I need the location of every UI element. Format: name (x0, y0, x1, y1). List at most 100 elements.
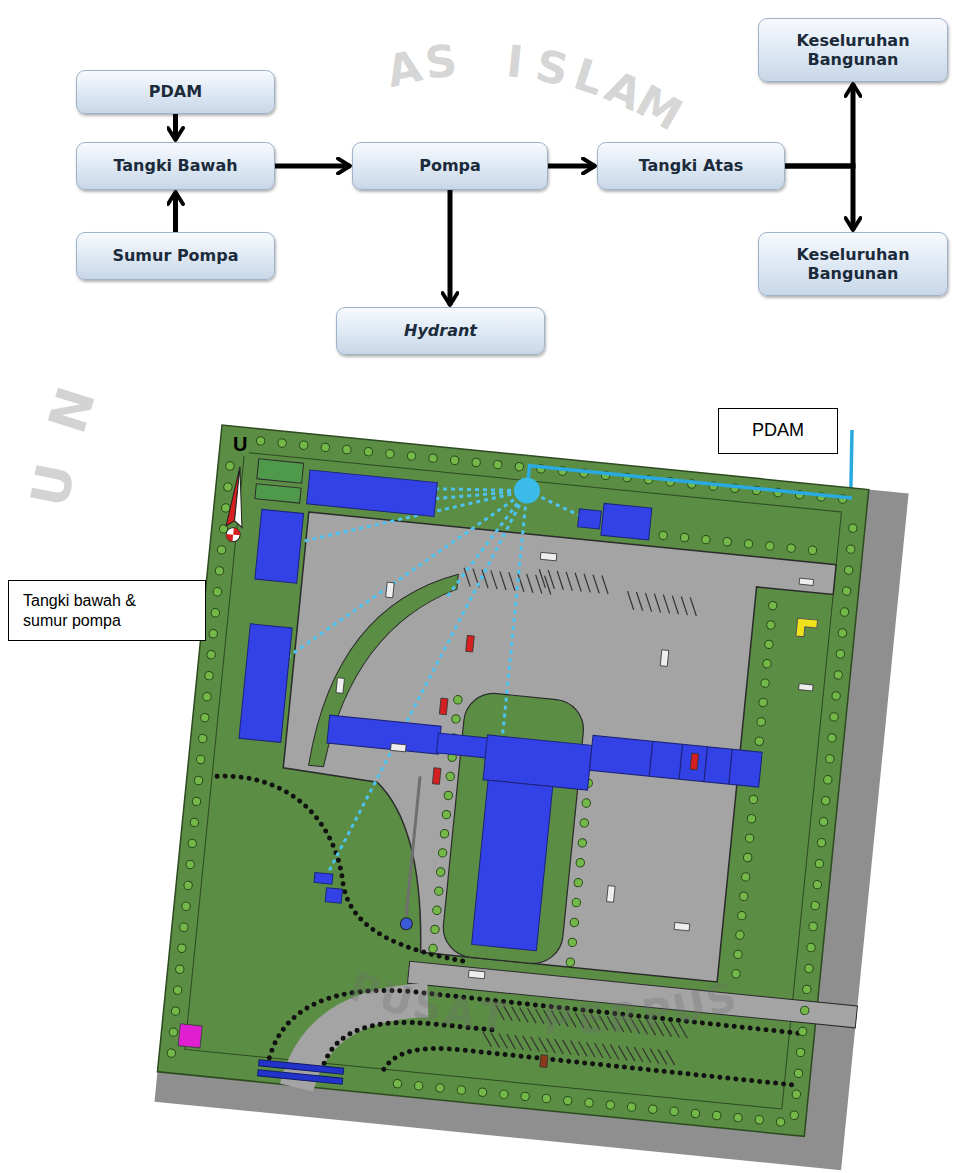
node-text: Tangki Bawah (113, 156, 237, 175)
parking-stripe (679, 596, 689, 615)
tree (432, 906, 441, 915)
tree (493, 460, 502, 469)
tree (364, 447, 373, 456)
tree-rows (166, 434, 860, 1128)
tree (584, 1098, 593, 1107)
tree (393, 1079, 402, 1088)
tree (787, 544, 796, 553)
building-division (649, 741, 732, 784)
watermark-letter: E (577, 999, 606, 1040)
tree (747, 814, 756, 823)
parking-stripe (546, 570, 556, 589)
tree (776, 1117, 785, 1126)
tree (428, 454, 437, 463)
tree (811, 901, 820, 910)
tree (542, 1094, 551, 1103)
tree (817, 838, 826, 847)
flow-arrow (173, 114, 178, 140)
tree (213, 587, 222, 596)
tree (342, 445, 351, 454)
node-text: Tangki bawah & sumur pompa (23, 591, 155, 629)
parking-stripe (670, 596, 680, 615)
tree (823, 775, 832, 784)
tree (211, 608, 220, 617)
tree (712, 1111, 721, 1120)
tree (169, 1028, 178, 1037)
parking-stripe (537, 569, 547, 588)
tree (472, 458, 481, 467)
flag-pole (400, 917, 413, 930)
tree (846, 545, 855, 554)
car (439, 698, 448, 715)
tree (838, 628, 847, 637)
flow-arrow (448, 190, 453, 305)
watermark-text: AS ISLAM (371, 27, 692, 141)
tree (188, 839, 197, 848)
tree (572, 898, 581, 907)
watermark-letter (470, 38, 486, 82)
building (578, 509, 602, 529)
road-ground (154, 425, 908, 1170)
tree (834, 670, 843, 679)
tree (739, 892, 748, 901)
tree (414, 1081, 423, 1090)
building (601, 503, 652, 540)
tree (428, 944, 437, 953)
car (336, 678, 344, 694)
parking-stripe (688, 597, 698, 616)
tree (446, 772, 455, 781)
tree (809, 922, 818, 931)
water-pipe (436, 482, 527, 508)
parking-stripe (582, 574, 592, 593)
site-ground (157, 425, 868, 1136)
tree (606, 1100, 615, 1109)
tree (802, 985, 811, 994)
node-text: Pompa (419, 156, 481, 175)
map-callout: Tangki bawah & sumur pompa (8, 580, 206, 641)
tree (563, 1096, 572, 1105)
car (690, 753, 699, 770)
tree (832, 691, 841, 700)
north-arrow (226, 527, 241, 542)
tree (435, 1083, 444, 1092)
tree (175, 965, 184, 974)
tree (762, 659, 771, 668)
tree (299, 441, 308, 450)
gate (258, 1070, 343, 1084)
tree (804, 964, 813, 973)
tree-line (384, 1042, 800, 1110)
tree-line (201, 775, 486, 963)
tree (691, 1109, 700, 1118)
tree (759, 698, 768, 707)
process-box: Tangki Atas (597, 142, 785, 190)
tree (765, 541, 774, 550)
tree (670, 1107, 679, 1116)
tree (576, 858, 585, 867)
tree (760, 679, 769, 688)
parking-stripe (635, 592, 645, 611)
tree (434, 887, 443, 896)
tree (570, 918, 579, 927)
car (660, 650, 669, 667)
parking-stripe (489, 570, 499, 589)
water-hub (513, 476, 541, 504)
parking-stripe (498, 571, 508, 590)
tree (744, 539, 753, 548)
cars (301, 533, 824, 1090)
tree (737, 911, 746, 920)
utility-building (796, 618, 818, 638)
tree (790, 1111, 799, 1120)
tree (733, 1113, 742, 1122)
tree (840, 607, 849, 616)
tree (749, 795, 758, 804)
car (540, 552, 557, 561)
water-pipe (446, 484, 527, 605)
watermark-letter: A (382, 43, 425, 93)
watermark-letter: S (532, 43, 572, 93)
flow-arrow (173, 192, 178, 232)
water-pipe (280, 467, 527, 570)
tree (815, 859, 824, 868)
garden-plot (257, 459, 304, 483)
watermark-letter: S (422, 39, 459, 86)
watermark-letter (517, 999, 533, 1040)
